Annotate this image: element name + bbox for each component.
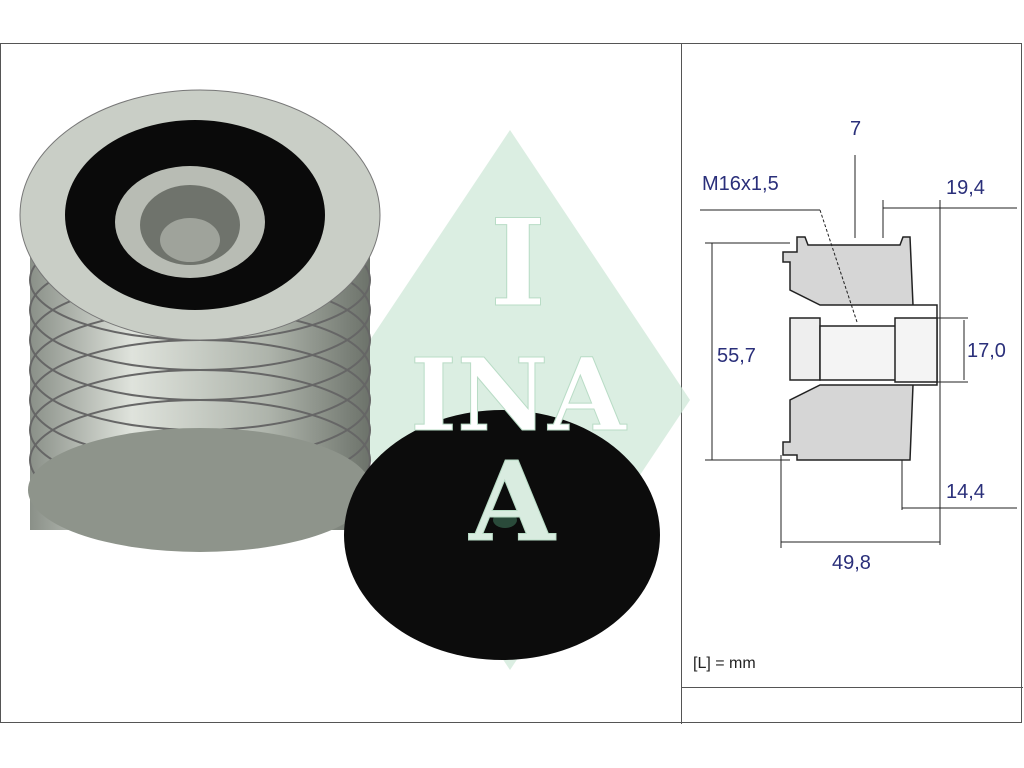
footer-divider	[681, 687, 1023, 688]
svg-text:A: A	[468, 437, 556, 566]
dimension-width-right: 19,4	[946, 177, 985, 199]
cross-section-drawing	[700, 155, 1017, 548]
dimension-grooves: 7	[850, 118, 862, 140]
dimension-outer-diameter: 55,7	[717, 345, 756, 367]
dimension-thread: M16x1,5	[702, 173, 779, 195]
panel-divider	[681, 43, 682, 724]
pulley-photo	[19, 89, 381, 552]
dimension-bore: 17,0	[967, 340, 1006, 362]
unit-note: [L] = mm	[693, 655, 756, 672]
ina-logo: I INA A	[410, 193, 628, 567]
dimension-hub-width: 14,4	[946, 481, 985, 503]
svg-text:INA: INA	[410, 336, 627, 454]
cap-photo	[344, 410, 660, 660]
dimension-total-width: 49,8	[832, 552, 871, 574]
svg-text:I: I	[490, 193, 546, 334]
image-frame	[0, 43, 1022, 723]
